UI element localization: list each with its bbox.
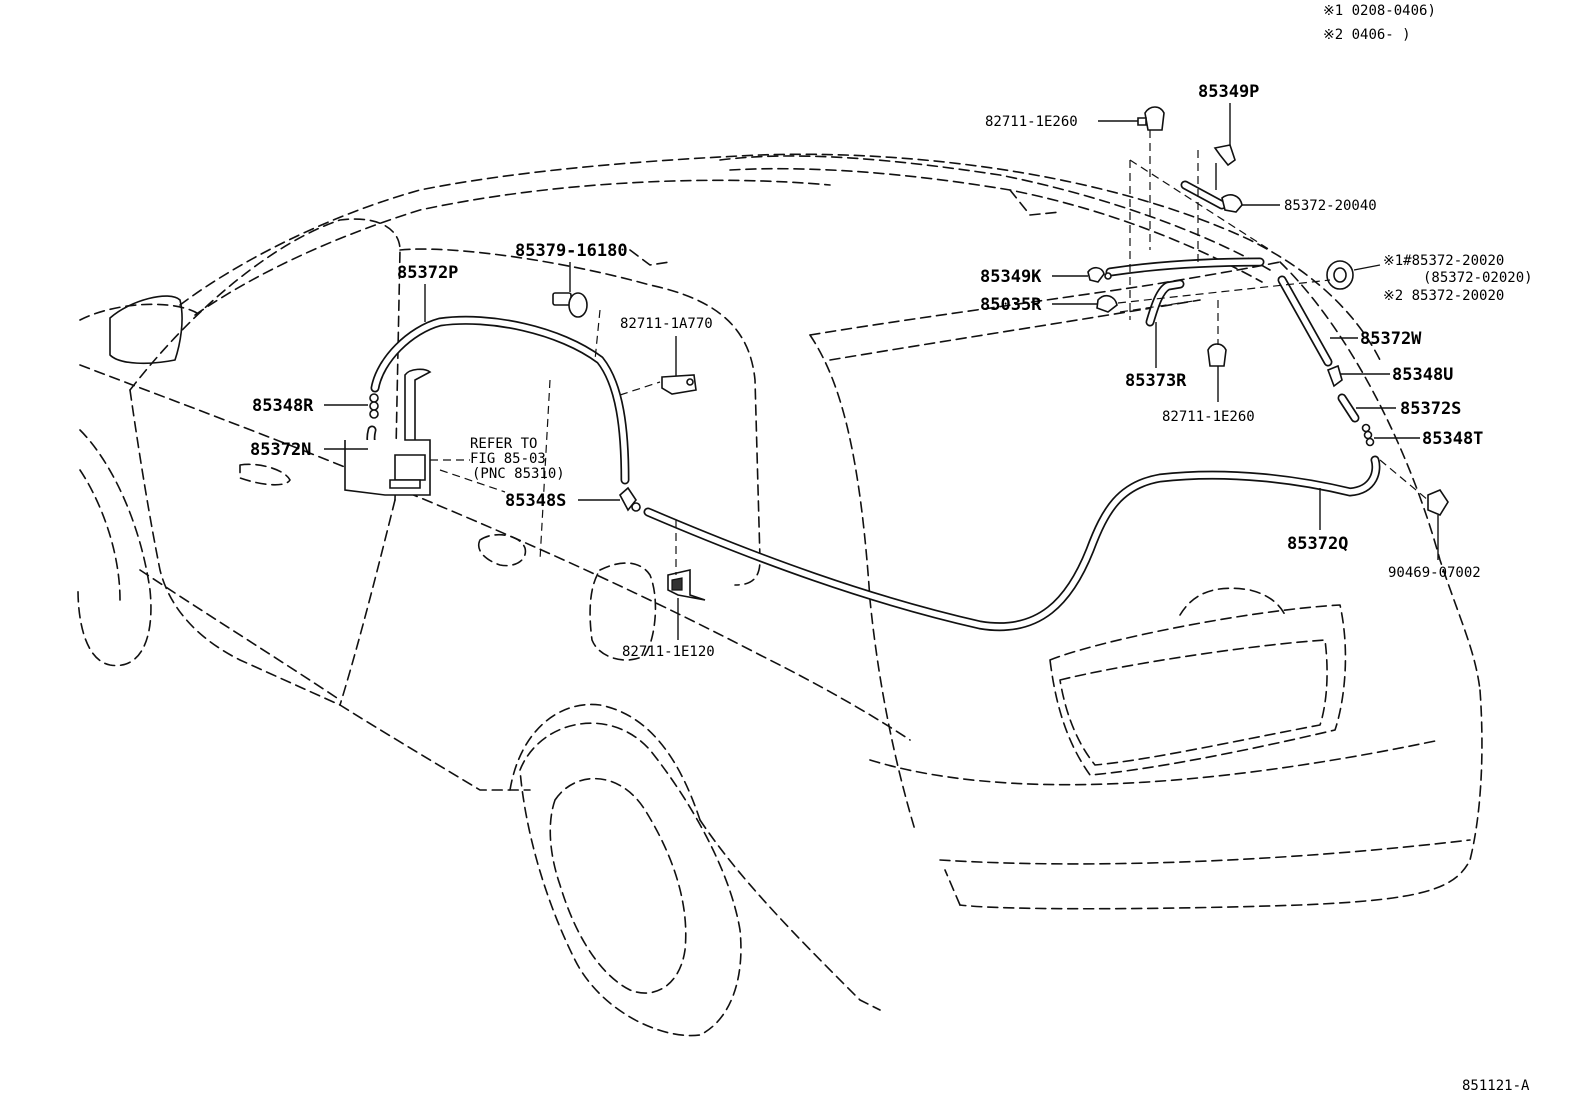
refer-line-1: REFER TO [470, 436, 537, 452]
label-85372W: 85372W [1360, 329, 1422, 349]
note-1: ※1 0208-0406) [1323, 3, 1436, 19]
elbow-85349P-icon [1213, 144, 1236, 167]
washer-tank-icon [344, 368, 432, 496]
clamp-82711-1A770-icon [661, 374, 697, 395]
label-90469-07002: 90469-07002 [1388, 565, 1481, 581]
note-2: ※2 0406- ) [1323, 27, 1411, 43]
grommet-85372-20020-icon [1326, 260, 1354, 290]
refer-line-2: FIG 85-03 [470, 451, 546, 467]
label-82711-1E260-mid: 82711-1E260 [1162, 409, 1255, 425]
joint-85348U-icon [1326, 364, 1343, 388]
label-85348U: 85348U [1392, 365, 1453, 385]
label-85348S: 85348S [505, 491, 566, 511]
clip-82711-1E260-mid-icon [1207, 343, 1227, 367]
diagram-code: 851121-A [1462, 1078, 1530, 1094]
label-82711-1E260-top: 82711-1E260 [985, 114, 1078, 130]
label-85372N: 85372N [250, 440, 311, 460]
label-85035R: 85035R [980, 295, 1042, 315]
label-82711-1E120: 82711-1E120 [622, 644, 715, 660]
joint-85349K-icon [1087, 266, 1112, 283]
label-85372S: 85372S [1400, 399, 1461, 419]
label-85372-20040: 85372-20040 [1284, 198, 1377, 214]
joint-85348T-icon [1361, 423, 1375, 447]
label-side-1: ※1#85372-20020 [1383, 253, 1504, 269]
label-85379-16180: 85379-16180 [515, 241, 628, 261]
part-labels: ※1 0208-0406) ※2 0406- ) 85349P 82711-1E… [250, 3, 1533, 1094]
label-85372Q: 85372Q [1287, 534, 1348, 554]
label-85372P: 85372P [397, 263, 458, 283]
clip-82711-1E260-top-icon [1137, 106, 1165, 131]
nozzle-85035R-icon [1096, 294, 1118, 313]
label-side-2: ※2 85372-20020 [1383, 288, 1504, 304]
refer-line-3: (PNC 85310) [472, 466, 565, 482]
label-85349K: 85349K [980, 267, 1042, 287]
clip-82711-1E120-icon [667, 568, 706, 601]
label-85348R: 85348R [252, 396, 314, 416]
nozzle-85372-20040-icon [1221, 194, 1243, 213]
label-side-1b: (85372-02020) [1423, 270, 1533, 286]
label-82711-1A770: 82711-1A770 [620, 316, 713, 332]
leader-lines [324, 103, 1439, 640]
joint-85348S-icon [618, 486, 641, 512]
label-85348T: 85348T [1422, 429, 1483, 449]
grommet-85379-icon [552, 292, 588, 318]
vehicle-outline [77, 153, 1483, 1037]
label-85373R: 85373R [1125, 371, 1187, 391]
joint-85348R-icon [369, 393, 379, 419]
label-85349P: 85349P [1198, 82, 1259, 102]
clip-90469-07002-icon [1427, 489, 1449, 517]
washer-hoses [366, 180, 1381, 632]
